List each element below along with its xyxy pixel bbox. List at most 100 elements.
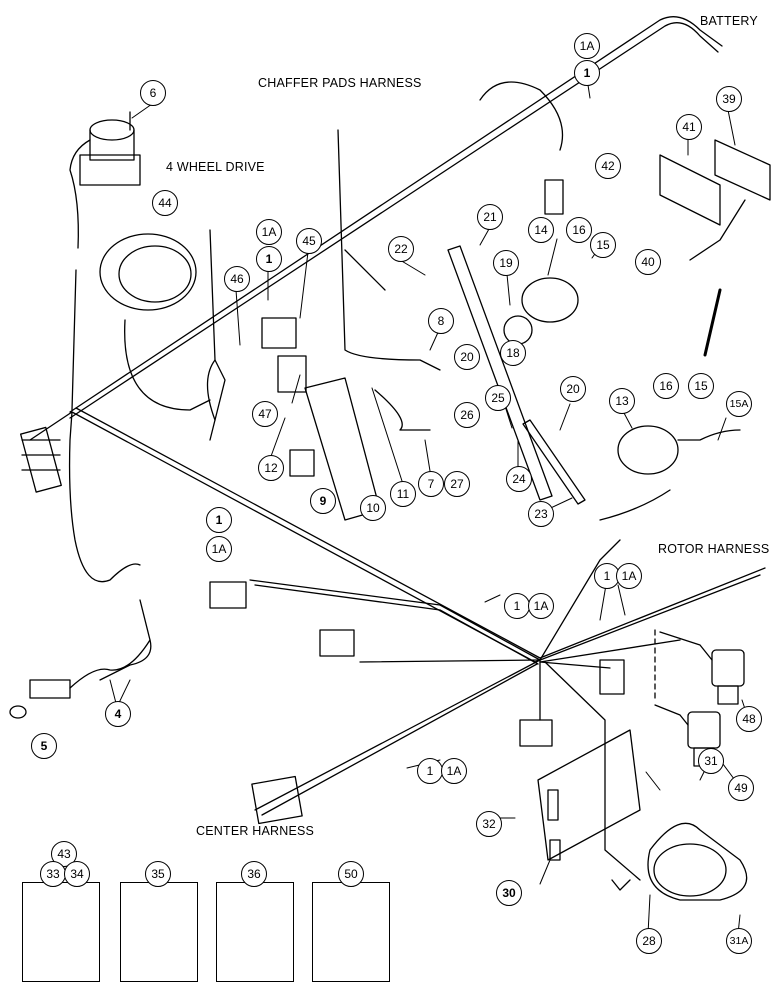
callout-1a: 1A: [616, 563, 642, 589]
main-harness-wires: [69, 16, 766, 881]
callout-1: 1: [504, 593, 530, 619]
callout-16: 16: [566, 217, 592, 243]
callout-15: 15: [688, 373, 714, 399]
callout-34: 34: [64, 861, 90, 887]
callout-50: 50: [338, 861, 364, 887]
callout-21: 21: [477, 204, 503, 230]
callout-47: 47: [252, 401, 278, 427]
bracket-39: [714, 139, 771, 201]
callout-32: 32: [476, 811, 502, 837]
four-wheel-drive-label: 4 WHEEL DRIVE: [166, 160, 265, 174]
plate-9: [289, 449, 315, 477]
callout-16: 16: [653, 373, 679, 399]
callout-33: 33: [40, 861, 66, 887]
left-harness-plug: [209, 581, 247, 609]
callout-31: 31: [698, 748, 724, 774]
callout-45: 45: [296, 228, 322, 254]
callout-23: 23: [528, 501, 554, 527]
callout-1a: 1A: [206, 536, 232, 562]
callout-19: 19: [493, 250, 519, 276]
plate-11: [374, 389, 431, 431]
callout-26: 26: [454, 402, 480, 428]
callout-1a: 1A: [441, 758, 467, 784]
part-box-50: [312, 882, 390, 982]
bracket-45: [261, 317, 297, 349]
callout-8: 8: [428, 308, 454, 334]
bottom-harness-plug: [519, 719, 553, 747]
callout-35: 35: [145, 861, 171, 887]
speed-sensor: [9, 639, 151, 719]
wire-gap-mark: [703, 288, 722, 357]
callout-5: 5: [31, 733, 57, 759]
callout-4: 4: [105, 701, 131, 727]
chaffer-ground: [344, 249, 386, 291]
callout-20: 20: [560, 376, 586, 402]
callout-31a: 31A: [726, 928, 752, 954]
rail-upper: [447, 245, 553, 501]
bracket-41: [659, 154, 721, 226]
part-box-36: [216, 882, 294, 982]
rotor-harness-label: ROTOR HARNESS: [658, 542, 770, 556]
callout-12: 12: [258, 455, 284, 481]
callout-1a: 1A: [528, 593, 554, 619]
left-branch-wires: [29, 139, 152, 681]
callout-leaders: [109, 71, 749, 935]
part-box-43: [22, 882, 100, 982]
4wd-wire-2: [209, 359, 226, 441]
switch-47: [277, 355, 307, 393]
callout-14: 14: [528, 217, 554, 243]
callout-46: 46: [224, 266, 250, 292]
callout-18: 18: [500, 340, 526, 366]
callout-27: 27: [444, 471, 470, 497]
callout-30: 30: [496, 880, 522, 906]
callout-22: 22: [388, 236, 414, 262]
callout-41: 41: [676, 114, 702, 140]
callout-28: 28: [636, 928, 662, 954]
chaffer-wire: [337, 129, 441, 371]
callout-48: 48: [736, 706, 762, 732]
part-box-35: [120, 882, 198, 982]
plate-slot-1: [547, 789, 559, 821]
callout-13: 13: [609, 388, 635, 414]
callout-49: 49: [728, 775, 754, 801]
callout-20: 20: [454, 344, 480, 370]
callout-7: 7: [418, 471, 444, 497]
center-harness-label: CENTER HARNESS: [196, 824, 315, 838]
callout-11: 11: [390, 481, 416, 507]
callout-39: 39: [716, 86, 742, 112]
callout-9: 9: [310, 488, 336, 514]
motor-28: [611, 822, 748, 901]
callout-1: 1: [574, 60, 600, 86]
battery-loop: [479, 81, 564, 151]
center-harness-plug: [251, 775, 303, 825]
callout-15a: 15A: [726, 391, 752, 417]
callout-42: 42: [595, 153, 621, 179]
callout-44: 44: [152, 190, 178, 216]
rotor-connector: [599, 659, 625, 695]
plate-slot-2: [549, 839, 561, 861]
callout-1a: 1A: [256, 219, 282, 245]
callout-36: 36: [241, 861, 267, 887]
callout-1: 1: [594, 563, 620, 589]
chaffer-harness-label: CHAFFER PADS HARNESS: [258, 76, 422, 90]
left-connector: [19, 426, 62, 493]
motor-13: [599, 425, 741, 521]
callout-15: 15: [590, 232, 616, 258]
callout-1: 1: [417, 758, 443, 784]
callout-40: 40: [635, 249, 661, 275]
callout-10: 10: [360, 495, 386, 521]
work-light: [99, 233, 211, 411]
mid-harness-plug: [319, 629, 355, 657]
callout-6: 6: [140, 80, 166, 106]
solenoid-48: [654, 629, 745, 705]
battery-label: BATTERY: [700, 14, 758, 28]
callout-1a: 1A: [574, 33, 600, 59]
bracket-39-wire: [689, 199, 746, 261]
callout-1: 1: [206, 507, 232, 533]
callout-24: 24: [506, 466, 532, 492]
rail-lower: [522, 419, 586, 505]
bracket-plate-30: [537, 729, 641, 861]
callout-1: 1: [256, 246, 282, 272]
